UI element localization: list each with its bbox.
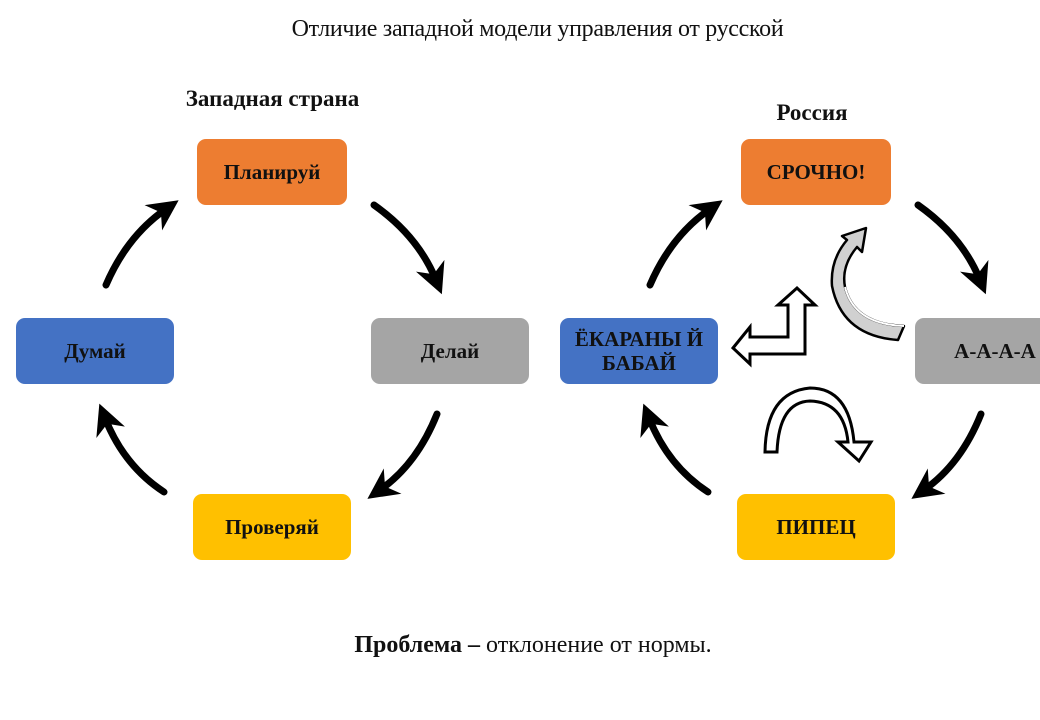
- arrow-curse-to-urgent-icon: [646, 200, 723, 289]
- footer-note: Проблема – отклонение от нормы.: [0, 632, 1040, 659]
- west-heading: Западная страна: [185, 86, 360, 111]
- russia-node-crash: ПИПЕЦ: [737, 494, 895, 560]
- russia-node-urgent: СРОЧНО!: [741, 139, 891, 205]
- arrow-do-to-check-icon: [367, 410, 441, 499]
- arrow-plan-to-do-icon: [370, 201, 445, 295]
- bent-left-arrow-icon: [730, 285, 819, 368]
- russia-heading: Россия: [776, 100, 848, 125]
- west-node-think: Думай: [16, 318, 174, 384]
- arrow-think-to-plan-icon: [102, 200, 179, 289]
- arrow-crash-to-curse-icon: [640, 403, 712, 496]
- page-title: Отличие западной модели управления от ру…: [291, 16, 784, 42]
- russia-node-panic: А-А-А-А: [915, 318, 1040, 384]
- west-node-plan: Планируй: [197, 139, 347, 205]
- u-turn-arrow-icon: [763, 386, 874, 464]
- curved-return-arrow-icon: [830, 226, 906, 342]
- west-node-check: Проверяй: [193, 494, 351, 560]
- footer-rest: отклонение от нормы.: [480, 632, 712, 658]
- arrow-urgent-to-panic-icon: [914, 201, 989, 295]
- arrow-check-to-think-icon: [96, 403, 168, 496]
- russia-node-curse: ЁКАРАНЫ Й БАБАЙ: [560, 318, 718, 384]
- west-node-do: Делай: [371, 318, 529, 384]
- footer-bold: Проблема –: [354, 632, 481, 658]
- arrow-panic-to-crash-icon: [911, 410, 985, 499]
